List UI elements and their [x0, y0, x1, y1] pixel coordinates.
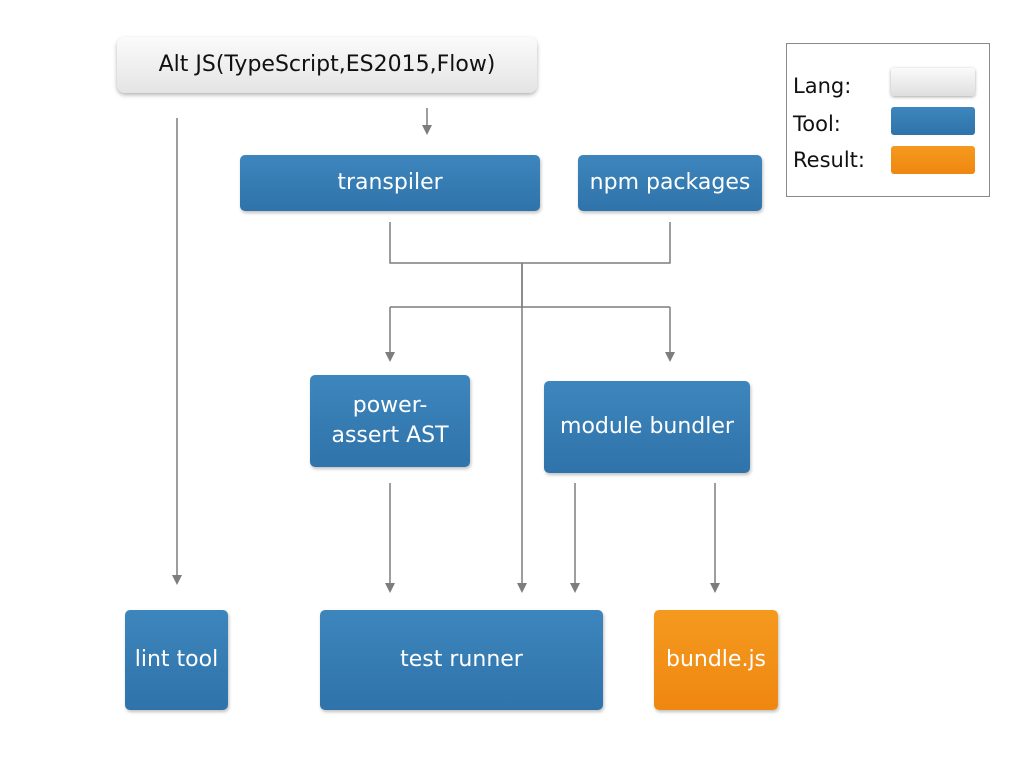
power-assert-node: power- assert AST — [310, 375, 470, 467]
legend-result-swatch — [891, 146, 975, 174]
test-runner-node: test runner — [320, 610, 603, 710]
legend-tool-swatch — [891, 107, 975, 135]
module-bundler-node: module bundler — [544, 381, 750, 473]
arrow-to-power-assert — [390, 306, 670, 357]
alt-js-node: Alt JS(TypeScript,ES2015,Flow) — [117, 37, 537, 93]
bundle-js-node: bundle.js — [654, 610, 778, 710]
transpiler-node: transpiler — [240, 155, 540, 211]
legend-lang-swatch — [891, 68, 975, 96]
legend-tool-label: Tool: — [793, 112, 841, 136]
legend: Lang: Tool: Result: — [786, 43, 990, 197]
merge-line — [389, 222, 671, 264]
lint-tool-node: lint tool — [125, 610, 228, 710]
npm-packages-node: npm packages — [578, 155, 762, 211]
legend-lang-label: Lang: — [793, 74, 852, 98]
legend-result-label: Result: — [793, 148, 865, 172]
